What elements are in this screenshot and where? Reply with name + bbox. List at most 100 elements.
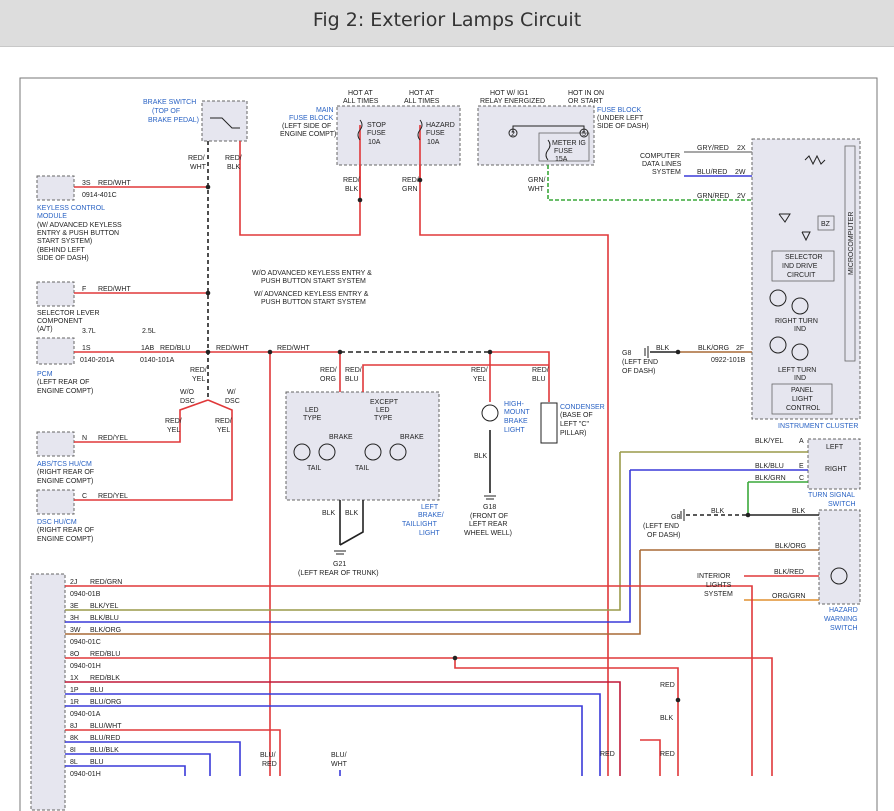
wire-label: RED/WHT <box>98 286 131 293</box>
pin-label: N <box>82 435 87 442</box>
meter-fuse-label: FUSE <box>554 148 573 155</box>
keyless-module-label: (BEHIND LEFT <box>37 247 86 254</box>
ground-label: (LEFT END <box>622 359 658 366</box>
keyless-module-label: START SYSTEM) <box>37 238 92 245</box>
wire-label: RED/YEL <box>98 435 128 442</box>
wire-label: RED/ <box>190 367 207 374</box>
wire-label: BLK <box>656 345 670 352</box>
lamps <box>293 154 848 585</box>
connector-wire-label: BLK/BLU <box>90 615 119 622</box>
keyless-module-box <box>36 175 75 201</box>
main-fuse-block-label: ENGINE COMPT) <box>280 131 336 138</box>
left-brake-taillight-label: BRAKE/ <box>418 512 444 519</box>
hot-label: HOT W/ IG1 <box>490 90 528 97</box>
main-fuse-block-label: FUSE BLOCK <box>289 115 334 122</box>
wire-label: BLK <box>322 510 336 517</box>
condenser-label: LEFT "C" <box>560 421 589 428</box>
hot-label: RELAY ENERGIZED <box>480 98 545 105</box>
led-brake-lamp <box>318 443 336 461</box>
note-label: PUSH BUTTON START SYSTEM <box>261 299 366 306</box>
connector-pin-label: 8J <box>70 723 77 730</box>
wire-label: YEL <box>167 427 180 434</box>
pin-label: 5 <box>582 131 586 138</box>
wire-label: RED <box>600 751 615 758</box>
connector-label: 0914-401C <box>82 192 117 199</box>
connector-pin-label: 0940-01H <box>70 663 101 670</box>
tail-bulb <box>364 443 382 461</box>
connector-pin-label: 8K <box>70 735 79 742</box>
wire-label: BLU <box>532 376 546 383</box>
keyless-module-label: SIDE OF DASH) <box>37 255 89 262</box>
fuse-block-dash-label: (UNDER LEFT <box>597 115 644 122</box>
abs-module-label: (RIGHT REAR OF <box>37 469 94 476</box>
connector-wire-label: RED/BLU <box>90 651 120 658</box>
panel-light-label: CONTROL <box>786 405 820 412</box>
stop-fuse-label: 10A <box>368 139 381 146</box>
hot-label: HOT AT <box>409 90 434 97</box>
hot-label: OR START <box>568 98 603 105</box>
selector-drive-label: CIRCUIT <box>787 272 816 279</box>
hazard-fuse-label: HAZARD <box>426 122 455 129</box>
brake-label: BRAKE <box>400 434 424 441</box>
meter-fuse-label: METER IG <box>552 140 586 147</box>
high-mount-label: BRAKE <box>504 418 528 425</box>
pin-label: C <box>82 493 87 500</box>
ground-label: G21 <box>333 561 346 568</box>
condenser-symbol <box>540 402 558 444</box>
panel-light-label: PANEL <box>791 387 814 394</box>
wire-label: RED/YEL <box>98 493 128 500</box>
connector-wire-label: BLU <box>90 687 104 694</box>
wire-label: RED <box>660 751 675 758</box>
selector-lever-box <box>36 281 75 307</box>
pin-label: 2W <box>735 169 746 176</box>
hazard-fuse-label: FUSE <box>426 130 445 137</box>
wire-label: YEL <box>473 376 486 383</box>
wire-label: GRN/RED <box>697 193 729 200</box>
wire-label: RED/ <box>345 367 362 374</box>
computer-data-lines-label: SYSTEM <box>652 169 681 176</box>
pin-label: 2F <box>736 345 744 352</box>
connector-pin-label: 3H <box>70 615 79 622</box>
option-label: W/ <box>227 389 236 396</box>
dsc-module-box <box>36 489 75 515</box>
wire-label: BLK <box>660 715 674 722</box>
abs-module-label: ABS/TCS HU/CM <box>37 461 92 468</box>
dsc-module-label: ENGINE COMPT) <box>37 536 93 543</box>
high-mount-label: HIGH- <box>504 401 525 408</box>
hazard-switch-label: WARNING <box>824 616 858 623</box>
labels: BRAKE SWITCH (TOP OF BRAKE PEDAL) RED/ W… <box>37 90 858 768</box>
except-led-label: LED <box>376 407 390 414</box>
turn-signal-switch-label: TURN SIGNAL <box>808 492 855 499</box>
high-mount-label: LIGHT <box>504 427 525 434</box>
connector-wire-label: BLK/YEL <box>90 603 119 610</box>
brake-switch-loc: (TOP OF <box>152 108 180 115</box>
connector-pin-label: 0940-01B <box>70 591 101 598</box>
left-brake-taillight-label: LEFT <box>421 504 439 511</box>
connector-wire-label: BLU/ORG <box>90 699 122 706</box>
brake-switch-label: BRAKE SWITCH <box>143 99 196 106</box>
left-brake-taillight-box <box>285 391 440 501</box>
wire-label: BLK <box>711 508 725 515</box>
grounds <box>334 346 685 555</box>
diagram-border <box>19 77 878 811</box>
wire-label: BLU/RED <box>697 169 727 176</box>
dsc-module-label: DSC HU/CM <box>37 519 77 526</box>
selector-lever-label: (A/T) <box>37 326 53 333</box>
computer-data-lines-label: COMPUTER <box>640 153 680 160</box>
high-mount-label: MOUNT <box>504 409 530 416</box>
connector-wire-label: RED/BLK <box>90 675 120 682</box>
condenser-label: (BASE OF <box>560 412 593 419</box>
dsc-module-label: (RIGHT REAR OF <box>37 527 94 534</box>
pin-label: A <box>799 438 804 445</box>
wire-label: GRN/ <box>528 177 546 184</box>
wire-label: BLK <box>345 510 359 517</box>
ground-label: OF DASH) <box>647 532 680 539</box>
connector-pin-label: 3E <box>70 603 79 610</box>
wire-label: RED/WHT <box>216 345 249 352</box>
buzzer-box <box>817 215 835 231</box>
led-type-label: TYPE <box>303 415 322 422</box>
connector-wire-label: BLU/WHT <box>90 723 122 730</box>
wire-label: RED/ <box>532 367 549 374</box>
microcomputer-box <box>844 145 856 362</box>
